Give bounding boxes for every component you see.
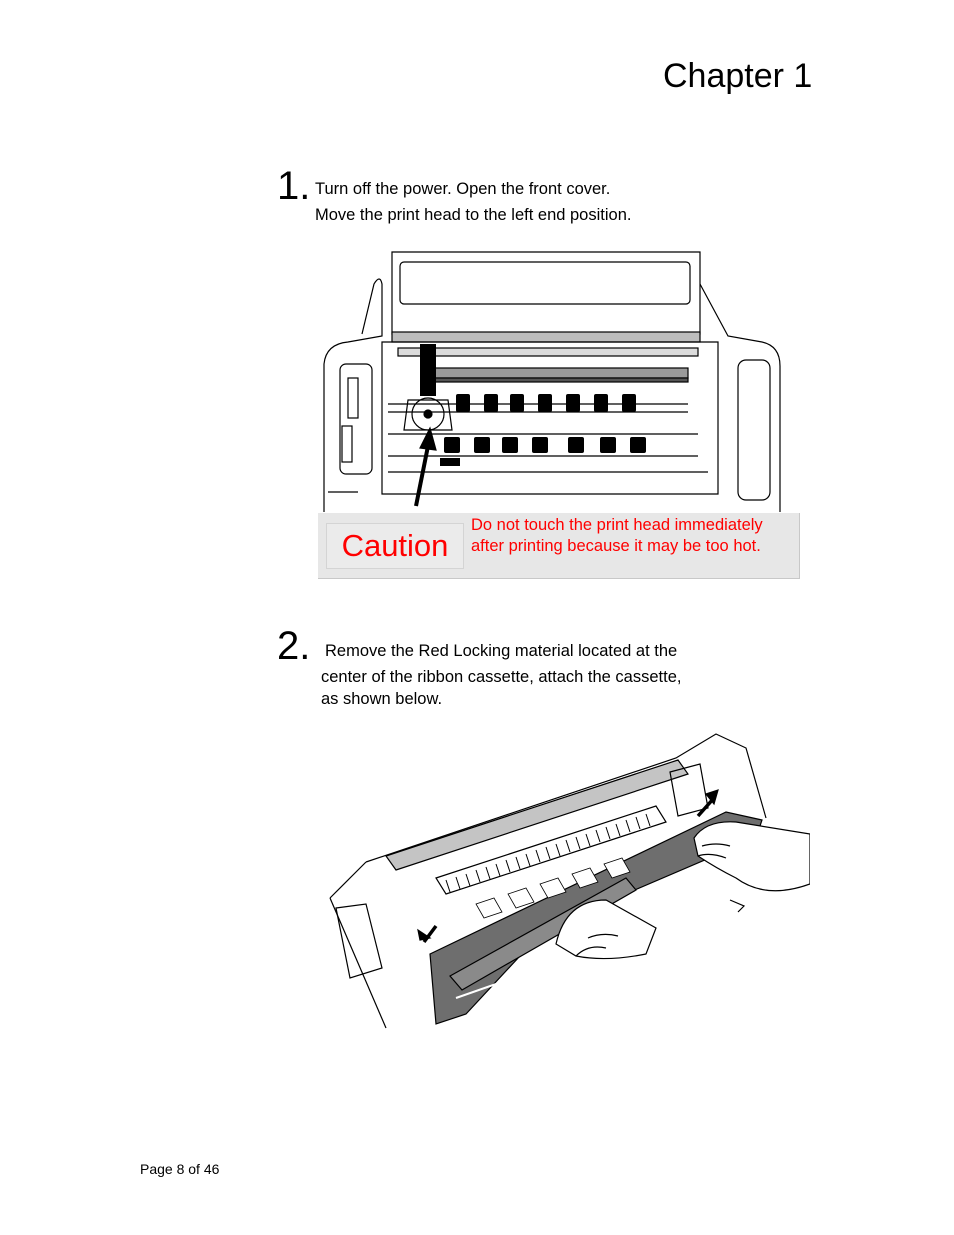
printer-open-cover-illustration [323,251,781,512]
caution-text: Do not touch the print head immediately … [471,516,763,555]
ribbon-cassette-illustration [329,733,810,1029]
caution-label: Caution [326,523,464,569]
chapter-title: Chapter 1 [663,57,813,95]
step-2-number: 2. [277,624,311,668]
step-2-line-2: center of the ribbon cassette, attach th… [321,668,682,686]
step-1-number: 1. [277,164,311,208]
caution-box: Caution Do not touch the print head imme… [318,513,800,579]
step-1-line-2: Move the print head to the left end posi… [315,206,632,224]
step-2-line-1: Remove the Red Locking material located … [325,642,678,660]
page-number: Page 8 of 46 [140,1161,220,1177]
step-2-line-3: as shown below. [321,690,443,708]
step-1-line-1: Turn off the power. Open the front cover… [315,180,611,198]
